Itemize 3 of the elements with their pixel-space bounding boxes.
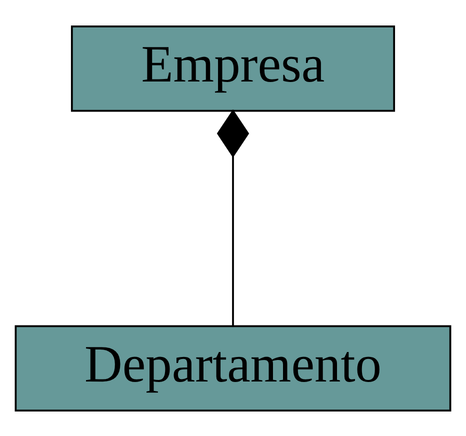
connector (216, 108, 250, 326)
node-box: Empresa (70, 25, 396, 112)
node-box: Departamento (14, 324, 452, 411)
